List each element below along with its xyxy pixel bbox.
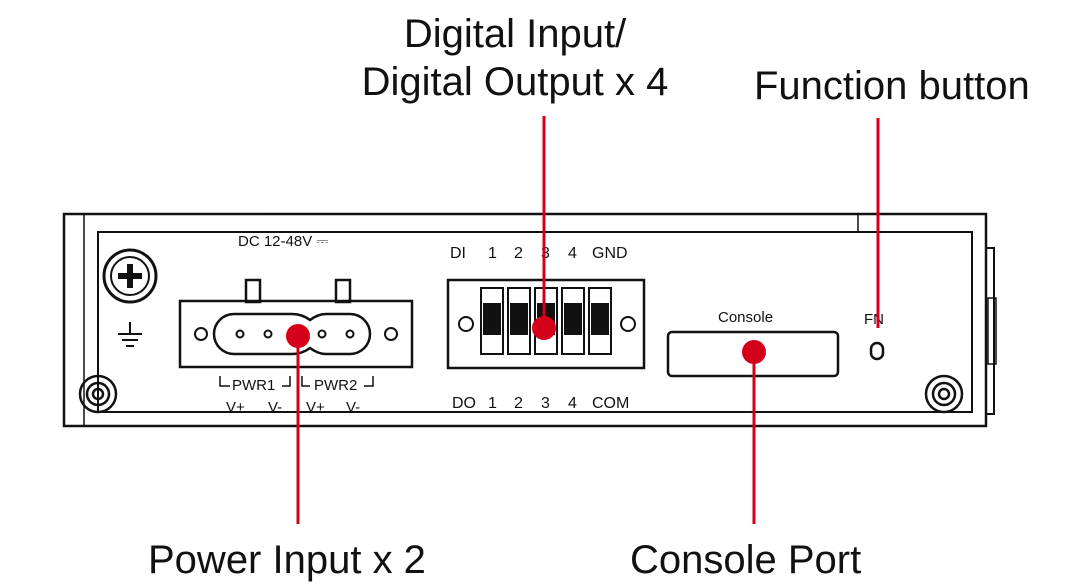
di-label: DI [450,245,466,262]
pwr1-label: PWR1 [232,377,275,394]
pwr-brackets [219,376,374,387]
do-pin-1: 1 [488,395,497,412]
dc-rating-label: DC 12-48V ⎓ [238,233,328,250]
do-pin-com: COM [592,395,629,412]
grounding-screw [102,248,158,304]
power-terminal-block [178,278,414,369]
callout-power-input: Power Input x 2 [148,538,426,582]
callout-function-button: Function button [754,64,1030,108]
callout-dot-dio [532,316,556,340]
pwr2-vminus-label: V- [346,399,360,416]
di-pin-2: 2 [514,245,523,262]
callout-console-port: Console Port [630,538,862,582]
callout-dot-power [286,324,310,348]
callout-digital-io-line2: Digital Output x 4 [361,60,669,104]
function-button [869,341,885,361]
callout-lines [296,116,880,524]
device-chassis [62,212,997,428]
pwr1-vminus-label: V- [268,399,282,416]
mounting-screw-left [78,374,118,414]
do-pin-4: 4 [568,395,577,412]
console-label: Console [718,309,773,326]
callout-digital-io: Digital Input/ Digital Output x 4 [330,10,700,106]
pwr2-vplus-label: V+ [306,399,325,416]
callout-dots [286,316,766,364]
pwr1-vplus-label: V+ [226,399,245,416]
callout-dot-console [742,340,766,364]
di-pin-1: 1 [488,245,497,262]
dio-terminal-block [446,278,646,370]
do-pin-3: 3 [541,395,550,412]
fn-label: FN [864,311,884,328]
do-label: DO [452,395,476,412]
mounting-screw-right [924,374,964,414]
di-pin-gnd: GND [592,245,628,262]
do-pin-2: 2 [514,395,523,412]
di-pin-4: 4 [568,245,577,262]
callout-digital-io-line1: Digital Input/ [403,12,627,56]
pwr2-label: PWR2 [314,377,357,394]
ground-symbol-icon [118,322,142,347]
